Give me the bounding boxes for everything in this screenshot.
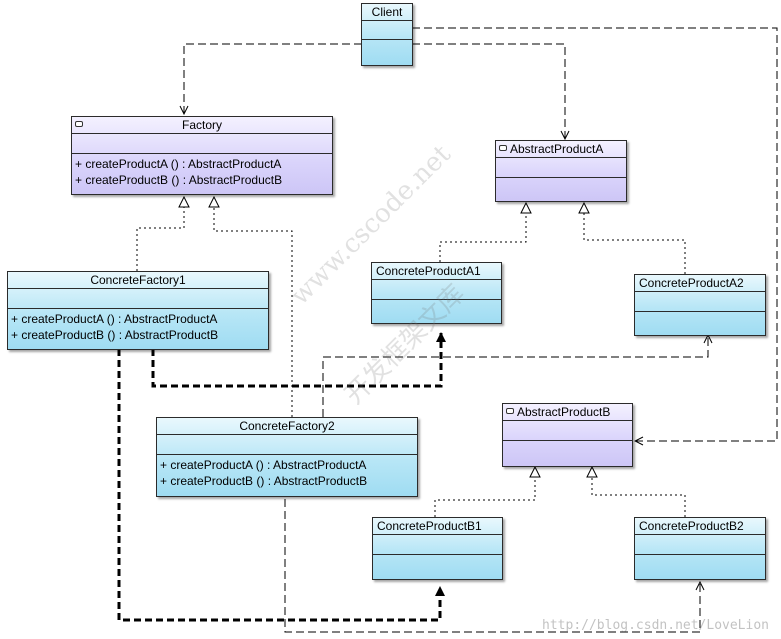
operations-section [372, 300, 501, 323]
class-concrete-factory2[interactable]: ConcreteFactory2 + createProductA () : A… [156, 417, 418, 497]
attributes-section [362, 21, 412, 40]
class-client[interactable]: Client [361, 3, 413, 66]
class-concrete-product-b1[interactable]: ConcreteProductB1 [372, 517, 503, 580]
client-to-abstract-product-a-dependency [412, 43, 565, 139]
class-abstract-product-b[interactable]: AbstractProductB [502, 403, 633, 467]
class-name: ConcreteProductB2 [635, 518, 765, 535]
attributes-section [372, 280, 501, 300]
operation: + createProductB () : AbstractProductB [11, 328, 219, 342]
operations-section: + createProductA () : AbstractProductA +… [157, 455, 417, 496]
operations-section [362, 40, 412, 65]
attributes-section [503, 421, 632, 441]
operations-section [635, 555, 765, 579]
operations-section [635, 312, 765, 335]
client-to-abstract-product-b-dependency [412, 27, 778, 441]
attributes-section [373, 535, 502, 555]
factory1-creates-a1 [151, 332, 446, 388]
a1-realizes-abstract-a [439, 203, 526, 262]
operation: + createProductA () : AbstractProductA [160, 458, 367, 472]
operations-section: + createProductA () : AbstractProductA +… [8, 309, 268, 349]
class-name: ConcreteFactory1 [8, 272, 268, 289]
abstract-class-icon [506, 408, 514, 414]
class-abstract-product-a[interactable]: AbstractProductA [495, 140, 627, 202]
class-name: ConcreteProductB1 [373, 518, 502, 535]
abstract-class-icon [499, 145, 507, 151]
client-to-factory-dependency [184, 43, 362, 114]
abstract-class-icon [75, 121, 83, 127]
attributes-section [72, 134, 332, 154]
b1-realizes-abstract-b [434, 467, 535, 517]
attributes-section [157, 435, 417, 455]
class-concrete-product-a2[interactable]: ConcreteProductA2 [634, 274, 766, 336]
class-name: Client [362, 4, 412, 21]
class-name: ConcreteFactory2 [157, 418, 417, 435]
operations-section: + createProductA () : AbstractProductA +… [72, 154, 332, 194]
operations-section [503, 441, 632, 466]
factory2-creates-b2 [284, 499, 700, 633]
attributes-section [8, 289, 268, 309]
operations-section [373, 555, 502, 579]
attributes-section [496, 158, 626, 178]
footer-watermark-url: http://blog.csdn.net/LoveLion [542, 618, 769, 633]
class-factory[interactable]: Factory + createProductA () : AbstractPr… [71, 116, 333, 195]
operation: + createProductA () : AbstractProductA [11, 312, 218, 326]
class-name: ConcreteProductA2 [635, 275, 765, 292]
class-concrete-product-a1[interactable]: ConcreteProductA1 [371, 262, 502, 324]
a2-realizes-abstract-a [584, 203, 686, 274]
class-name: Factory [72, 117, 332, 134]
class-name: AbstractProductB [503, 404, 632, 421]
class-name: AbstractProductA [496, 141, 626, 158]
class-name: ConcreteProductA1 [372, 263, 501, 280]
factory1-creates-b1 [117, 349, 445, 622]
factory2-realizes-factory [214, 197, 293, 417]
operation: + createProductB () : AbstractProductB [75, 173, 283, 187]
factory1-realizes-factory [136, 197, 184, 271]
attributes-section [635, 292, 765, 312]
class-concrete-factory1[interactable]: ConcreteFactory1 + createProductA () : A… [7, 271, 269, 350]
factory2-creates-a2 [322, 335, 708, 417]
operation: + createProductA () : AbstractProductA [75, 157, 282, 171]
b2-realizes-abstract-b [592, 467, 686, 517]
operations-section [496, 178, 626, 201]
attributes-section [635, 535, 765, 555]
class-concrete-product-b2[interactable]: ConcreteProductB2 [634, 517, 766, 580]
operation: + createProductB () : AbstractProductB [160, 474, 368, 488]
